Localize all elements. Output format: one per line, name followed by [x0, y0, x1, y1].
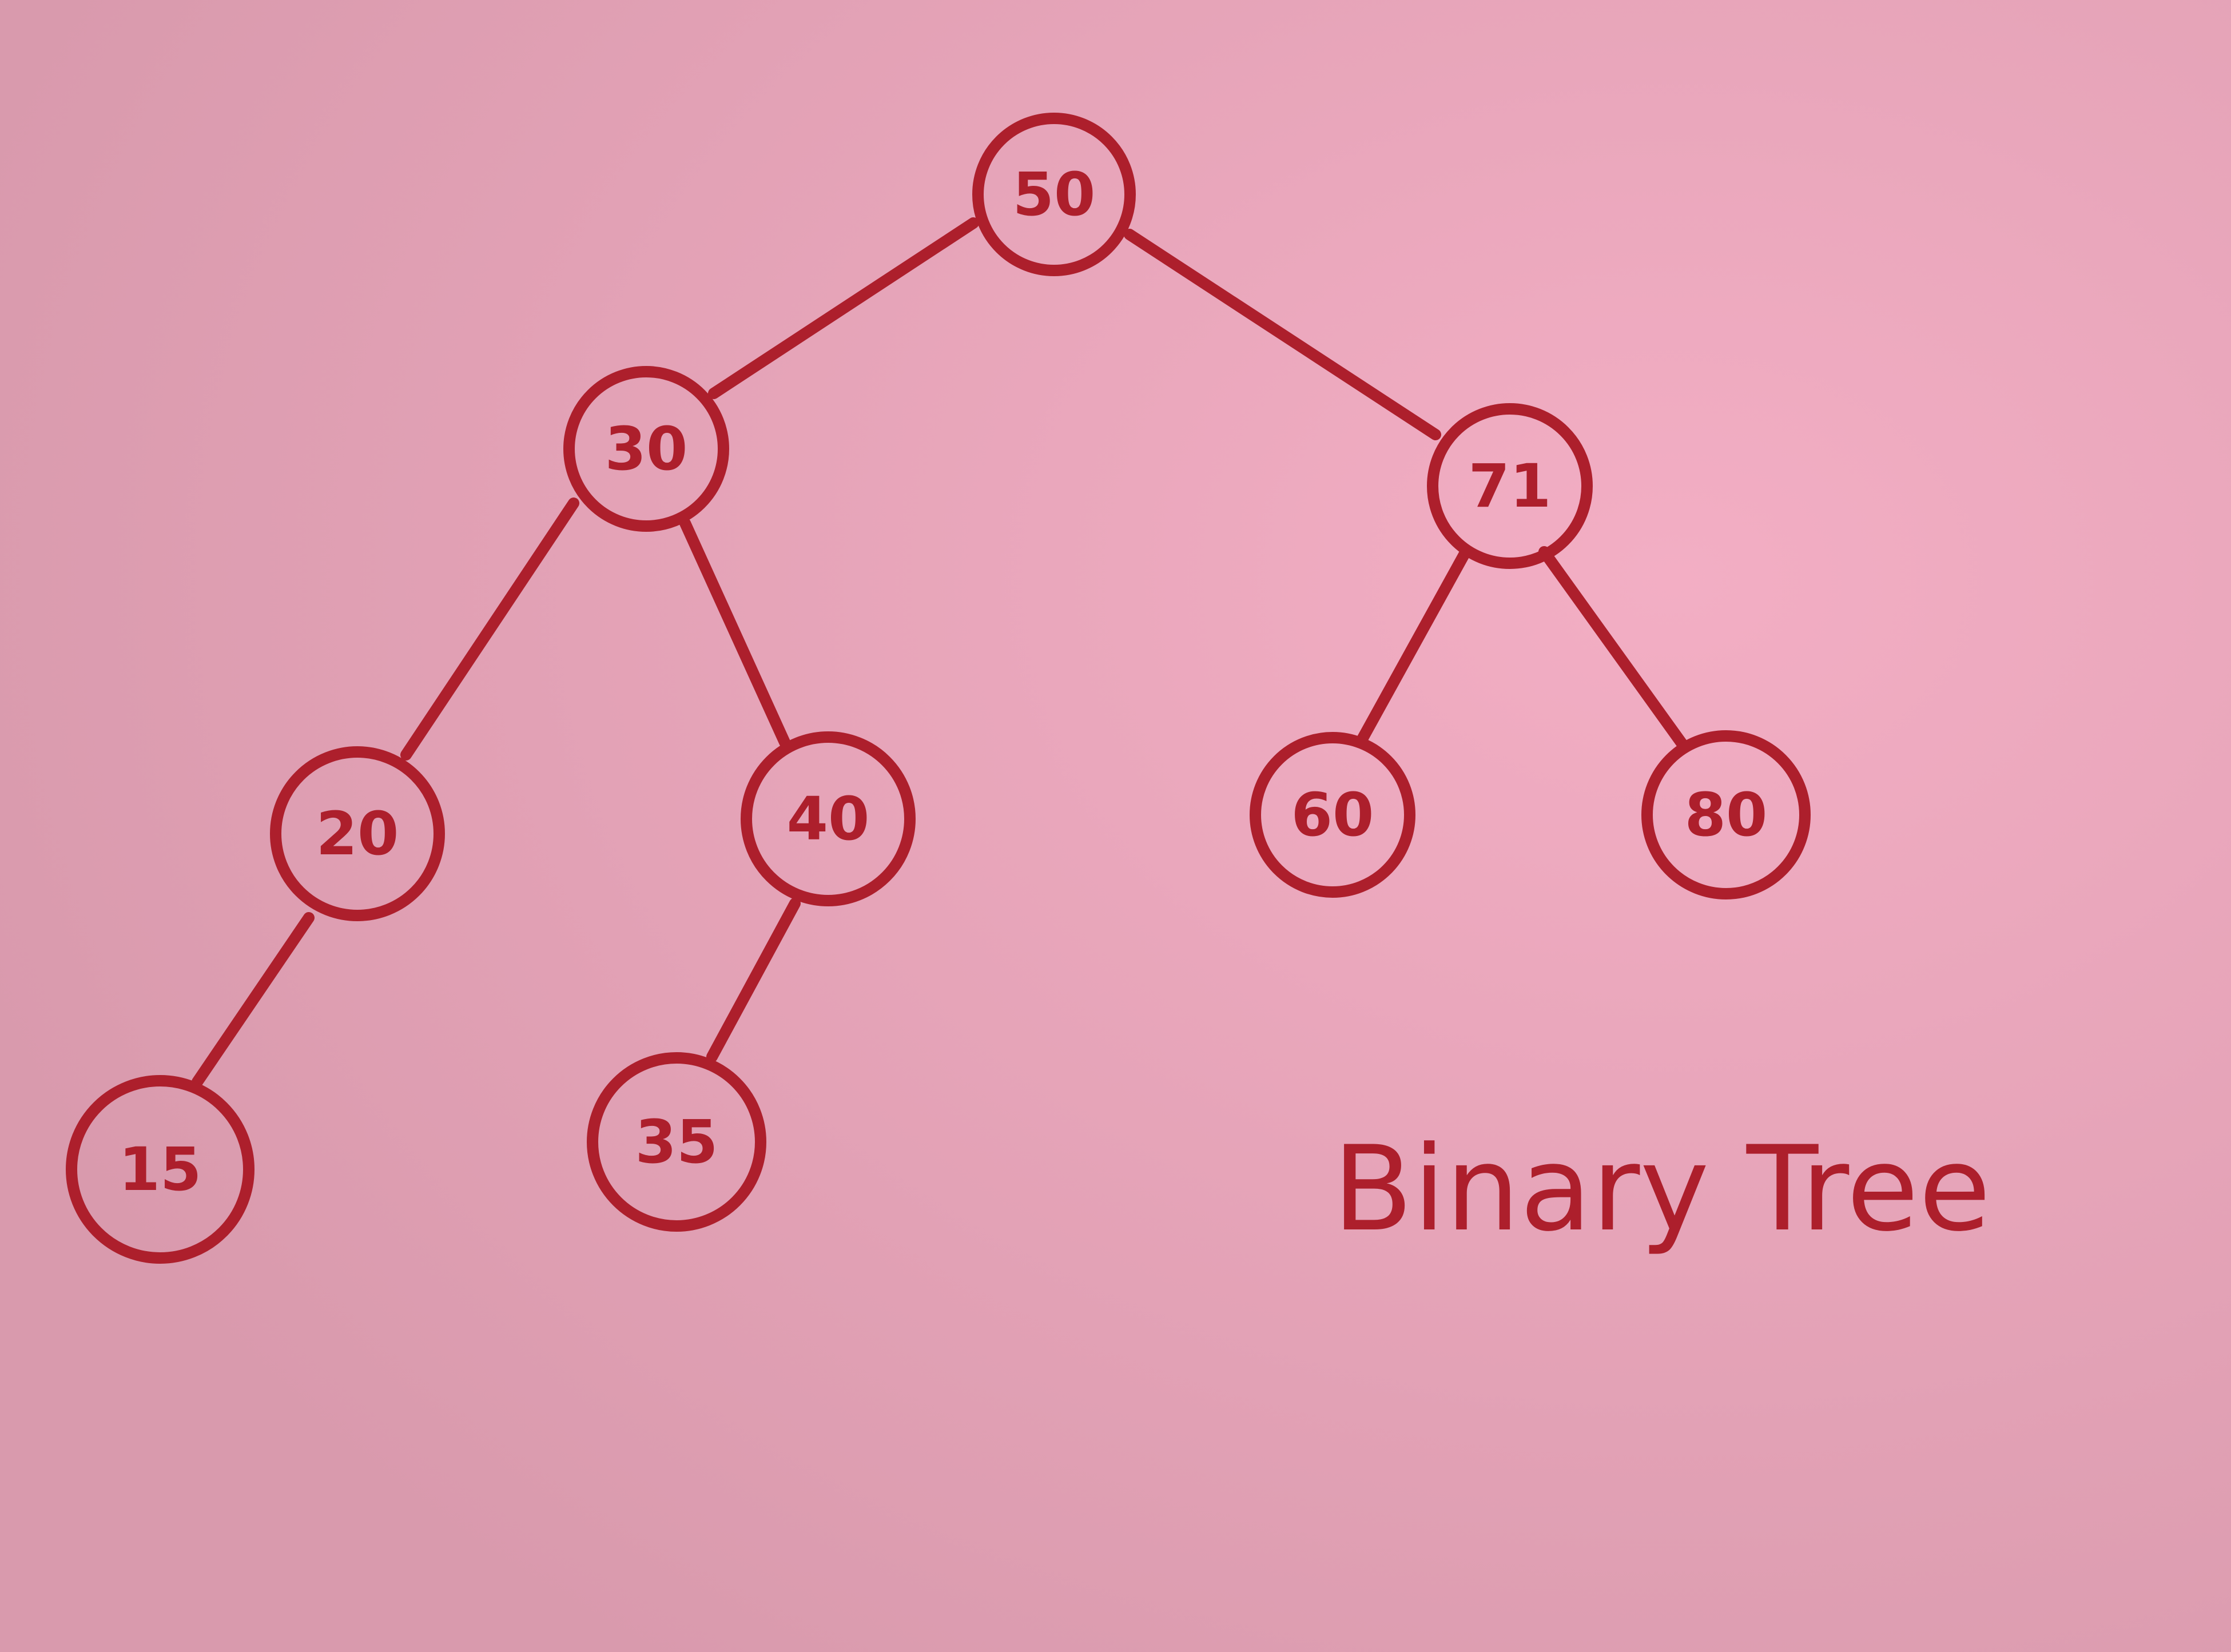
node-circle	[1427, 403, 1593, 569]
tree-node-30: 30	[563, 366, 729, 532]
edge-71-60	[1355, 549, 1470, 747]
edge-50-71	[1124, 229, 1441, 440]
node-circle	[587, 1052, 766, 1232]
diagram-caption: Binary Tree	[1333, 1121, 1991, 1257]
tree-node-50: 50	[972, 113, 1136, 276]
tree-node-71: 71	[1427, 403, 1593, 569]
node-label: 71	[1469, 451, 1552, 521]
node-circle	[1641, 730, 1811, 899]
node-circle	[972, 113, 1136, 276]
edge-20-15	[192, 912, 315, 1088]
node-label: 60	[1291, 780, 1374, 850]
node-label: 40	[787, 784, 870, 854]
tree-edges	[192, 217, 1690, 1088]
edge-30-20	[400, 497, 579, 761]
tree-node-80: 80	[1641, 730, 1811, 899]
node-circle	[563, 366, 729, 532]
node-label: 35	[635, 1107, 718, 1177]
node-circle	[270, 746, 445, 921]
edge-50-30	[708, 217, 979, 399]
tree-node-20: 20	[270, 746, 445, 921]
edge-30-40	[679, 518, 790, 748]
node-circle	[66, 1075, 254, 1264]
node-circle	[741, 731, 916, 906]
edge-71-80	[1538, 546, 1690, 753]
tree-node-15: 15	[66, 1075, 254, 1264]
tree-node-35: 35	[587, 1052, 766, 1232]
node-circle	[1250, 732, 1415, 898]
tree-node-60: 60	[1250, 732, 1415, 898]
node-label: 20	[316, 799, 399, 869]
tree-node-40: 40	[741, 731, 916, 906]
node-label: 30	[605, 414, 688, 484]
node-label: 50	[1013, 160, 1096, 229]
node-label: 15	[119, 1134, 202, 1204]
node-label: 80	[1685, 780, 1768, 850]
edge-40-35	[706, 898, 801, 1062]
